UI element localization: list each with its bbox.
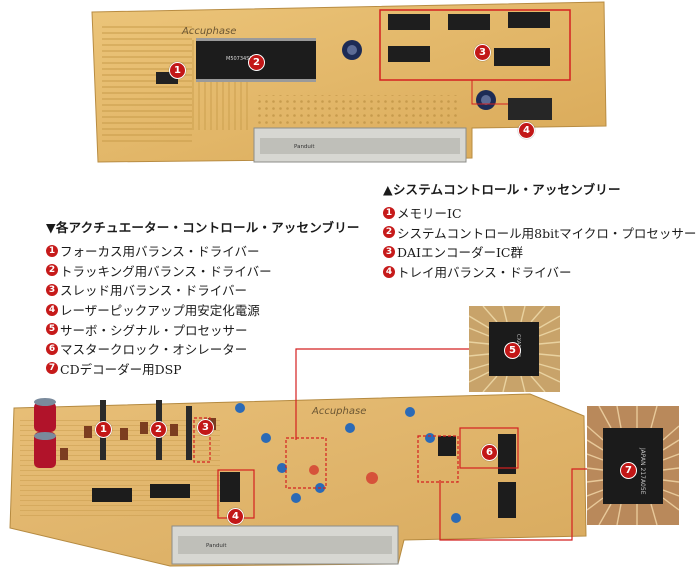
item-number: 3 [383,245,395,258]
item-number: 7 [46,362,58,375]
top-board-logo: Accuphase [181,26,236,37]
svg-text:JAPAN 217A05E: JAPAN 217A05E [639,447,646,495]
item-number: 4 [46,303,58,316]
actuator-control-title: ▼各アクチュエーター・コントロール・アッセンブリー [46,220,360,235]
item-label: スレッド用バランス・ドライバー [60,283,248,299]
item-label: メモリーIC [397,206,462,222]
item-number: 1 [383,206,395,219]
dsp-inset: JAPAN 217A05E 7 [586,405,680,526]
top-callout-2: 2 [248,54,265,71]
svg-text:Panduit: Panduit [206,543,227,549]
item-label: マスタークロック・オシレーター [60,342,248,358]
item-number: 2 [383,226,395,239]
item-label: システムコントロール用8bitマイクロ・プロセッサー [397,225,697,241]
item-number: 2 [46,264,58,277]
item-label: レーザーピックアップ用安定化電源 [60,303,260,319]
system-control-board-photo: Accuphase M50734SP Panduit 1 2 3 4 [88,0,610,168]
item-label: サーボ・シグナル・プロセッサー [60,322,248,338]
item-number: 3 [46,283,58,296]
bottom-board-logo: Accuphase [311,406,366,417]
system-control-title: ▲システムコントロール・アッセンブリー [383,182,621,197]
actuator-control-board-photo: Accuphase [0,378,588,568]
top-callout-4: 4 [518,122,535,139]
item-number: 1 [46,244,58,257]
system-control-board-image: Accuphase M50734SP Panduit [91,1,607,163]
servo-processor-inset: CXA1082 5 [468,305,561,393]
bottom-callout-4: 4 [227,508,244,525]
item-label: トラッキング用バランス・ドライバー [60,263,272,279]
top-callout-3: 3 [474,44,491,61]
item-label: DAIエンコーダーIC群 [397,245,523,261]
item-label: CDデコーダー用DSP [60,361,182,377]
callout-7: 7 [620,462,637,479]
svg-text:Panduit: Panduit [294,144,315,150]
top-callout-1: 1 [169,62,186,79]
item-number: 6 [46,342,58,355]
item-label: トレイ用バランス・ドライバー [397,265,572,281]
bottom-callout-1: 1 [95,421,112,438]
callout-5: 5 [504,342,521,359]
item-number: 4 [383,265,395,278]
bottom-callout-6: 6 [481,444,498,461]
item-number: 5 [46,323,58,336]
item-label: フォーカス用バランス・ドライバー [60,244,260,260]
bottom-callout-2: 2 [150,421,167,438]
bottom-callout-3: 3 [197,419,214,436]
actuator-control-board-image: Accuphase [9,393,587,567]
svg-text:M50734SP: M50734SP [226,56,252,62]
